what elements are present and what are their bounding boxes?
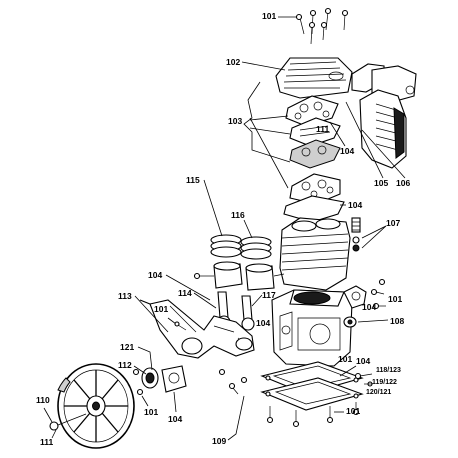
callout-112: 112 — [118, 360, 132, 370]
callout-101: 101 — [262, 11, 276, 21]
callout-116: 116 — [231, 210, 245, 220]
callout-114: 114 — [178, 288, 192, 298]
drain-fittings — [354, 372, 373, 387]
cylinder-head — [275, 57, 353, 99]
crankshaft — [139, 299, 255, 359]
callout-101: 101 — [338, 354, 352, 364]
head-bolts — [295, 7, 349, 45]
callout-104: 104 — [148, 270, 162, 280]
callout-101: 101 — [346, 406, 360, 416]
pistons — [193, 261, 285, 291]
callout-107: 107 — [386, 218, 400, 228]
callout-108: 108 — [390, 316, 404, 326]
callout-101: 101 — [388, 294, 402, 304]
callout-104: 104 — [256, 318, 270, 328]
callout-111-stud: 111 — [316, 124, 330, 134]
piston-rings — [210, 234, 272, 260]
callout-109: 109 — [212, 436, 226, 446]
valve-plate-stack — [283, 95, 345, 223]
callout-120-121: 120/121 — [366, 389, 391, 396]
callout-104: 104 — [340, 146, 354, 156]
callout-104: 104 — [348, 200, 362, 210]
callout-104: 104 — [168, 414, 182, 424]
base-plate-screws — [266, 402, 360, 428]
callout-103: 103 — [228, 116, 242, 126]
callout-110: 110 — [36, 395, 50, 405]
callout-101: 101 — [154, 304, 168, 314]
cylinder-barrel — [279, 217, 351, 291]
callout-111: 111 — [40, 437, 54, 447]
callout-118-123: 118/123 — [376, 367, 401, 374]
callout-119-122: 119/122 — [372, 379, 397, 386]
callout-113: 113 — [118, 291, 132, 301]
callout-102: 102 — [226, 57, 240, 67]
crank-screws — [218, 368, 248, 395]
base-cover-plate — [260, 361, 364, 411]
callout-105: 105 — [374, 178, 388, 188]
callout-106: 106 — [396, 178, 410, 188]
bearing-seal — [132, 365, 187, 396]
callout-117: 117 — [262, 290, 276, 300]
crankcase-fittings — [343, 278, 386, 328]
callout-104: 104 — [356, 356, 370, 366]
callout-104: 104 — [362, 302, 376, 312]
callout-121: 121 — [120, 342, 134, 352]
callout-115: 115 — [186, 175, 200, 185]
air-filter-assembly — [351, 63, 417, 169]
crankcase — [271, 289, 353, 367]
callout-101: 101 — [144, 407, 158, 417]
flywheel — [49, 363, 135, 449]
breather-fittings — [351, 217, 361, 252]
